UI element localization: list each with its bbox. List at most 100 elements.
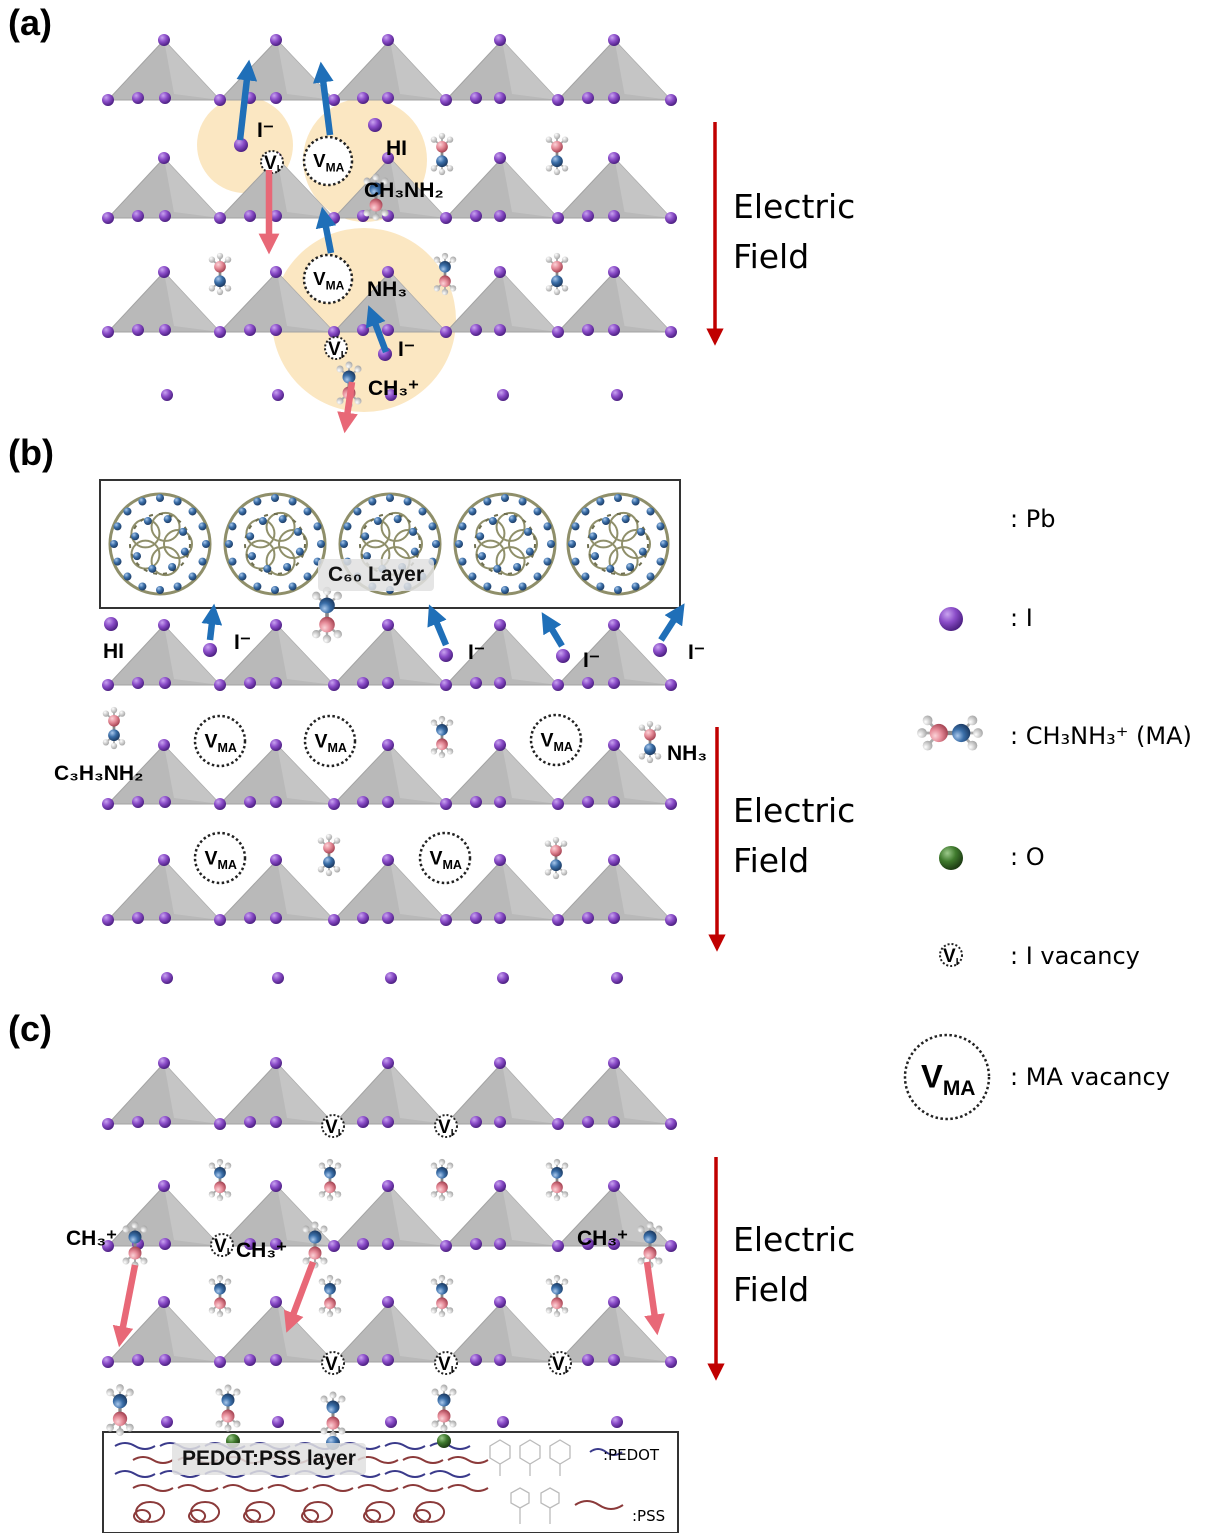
iodine-atom [132, 1116, 144, 1128]
iodine-atom [161, 972, 173, 984]
ma-molecule [430, 1274, 454, 1318]
i-vacancy-symbol: VI [943, 946, 959, 968]
iodine-atom [608, 1296, 620, 1308]
iodine-atom [382, 1354, 394, 1366]
label-i-minus: I⁻ [257, 119, 274, 142]
iodine-atom [244, 210, 256, 222]
iodine-atom [665, 94, 677, 106]
ch3-fragment [122, 1221, 148, 1269]
octahedron-face [164, 860, 220, 920]
iodine-atom [159, 1238, 171, 1250]
iodine-atom [270, 210, 282, 222]
iodine-atom [270, 266, 282, 278]
migration-arrow [112, 1264, 139, 1348]
iodine-atom [158, 34, 170, 46]
octahedron-face [277, 272, 334, 332]
pedot-chain [114, 1470, 156, 1478]
iodine-atom [159, 796, 171, 808]
panel-a-label: (a) [8, 2, 52, 43]
iodine-atom [608, 1116, 620, 1128]
iodine-atom [608, 1354, 620, 1366]
iodine-atom [159, 1116, 171, 1128]
pss-coil [188, 1501, 221, 1523]
iodine-atom [608, 1180, 620, 1192]
ma-molecule [433, 252, 457, 296]
iodine-atom [214, 679, 226, 691]
iodine-atom [214, 212, 226, 224]
pss-coil [413, 1501, 446, 1523]
octahedron-face [164, 158, 220, 218]
iodine-atom [608, 912, 620, 924]
pss-coil [363, 1501, 396, 1523]
iodine-atom [272, 389, 284, 401]
iodine-atom [272, 1416, 284, 1428]
label-i-minus: I⁻ [398, 338, 415, 361]
iodine-atom [382, 266, 394, 278]
ma-molecule [430, 1158, 454, 1202]
chemical-structure [489, 1439, 571, 1524]
i-vacancy: VI [321, 1114, 345, 1139]
iodine-atom [328, 94, 340, 106]
iodine-atom [357, 912, 369, 924]
iodine-atom [440, 914, 452, 926]
blurred-molecule [312, 586, 342, 644]
iodine-atom [552, 326, 564, 338]
pedot-chain [312, 1484, 354, 1492]
iodine-atom [608, 324, 620, 336]
iodine-atom [328, 798, 340, 810]
octahedron-face [390, 1063, 446, 1124]
iodine-atom [665, 326, 677, 338]
iodide-ion [556, 649, 570, 663]
migration-arrow [201, 603, 223, 641]
iodine-atom [440, 1240, 452, 1252]
iodine-atom [552, 1240, 564, 1252]
iodine-atom [270, 1354, 282, 1366]
iodine-atom [270, 1296, 282, 1308]
octahedron-face [164, 1302, 220, 1362]
iodine-atom [382, 152, 394, 164]
iodine-atom [608, 210, 620, 222]
iodine-atom [494, 1238, 506, 1250]
legend-i: : I [1010, 604, 1033, 632]
c3h3nh2-molecule [102, 706, 126, 750]
octahedron-face [164, 625, 220, 685]
iodine-atom [494, 34, 506, 46]
iodine-atom [382, 854, 394, 866]
legend-iodine-icon [939, 607, 963, 631]
iodine-atom [470, 796, 482, 808]
c60-fullerene [453, 492, 557, 596]
iodine-atom [159, 677, 171, 689]
iodine-atom [132, 210, 144, 222]
iodine-atom [470, 324, 482, 336]
legend-oxygen-icon [939, 846, 963, 870]
octahedron-face [502, 158, 558, 218]
iodine-atom [494, 324, 506, 336]
migration-arrow [315, 206, 337, 254]
iodine-atom [608, 1238, 620, 1250]
iodine-atom [582, 210, 594, 222]
pedot-legend-label: :PEDOT [603, 1446, 660, 1464]
iodine-atom [270, 739, 282, 751]
iodine-atom [270, 619, 282, 631]
ma-molecule [544, 836, 568, 880]
iodine-atom [270, 92, 282, 104]
iodine-atom [470, 677, 482, 689]
iodine-atom [132, 677, 144, 689]
nh3-molecule [638, 720, 662, 764]
iodine-atom [158, 266, 170, 278]
iodine-atom [382, 912, 394, 924]
pedot-chain [447, 1484, 489, 1492]
iodine-atom [665, 679, 677, 691]
label-ch3nh2: CH₃NH₂ [364, 179, 444, 202]
iodine-atom [382, 677, 394, 689]
iodine-atom [158, 854, 170, 866]
iodine-atom [665, 914, 677, 926]
octahedron-face [164, 745, 220, 804]
iodine-atom [132, 92, 144, 104]
iodine-atom [382, 739, 394, 751]
iodine-atom [608, 1057, 620, 1069]
iodine-atom [497, 1416, 509, 1428]
iodine-atom [582, 677, 594, 689]
iodine-atom [159, 1354, 171, 1366]
iodine-atom [382, 324, 394, 336]
